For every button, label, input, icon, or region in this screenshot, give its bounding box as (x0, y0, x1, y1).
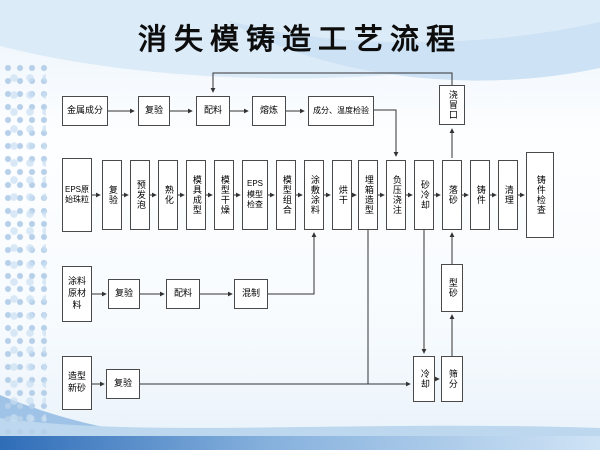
node-mixing: 混制 (234, 279, 268, 309)
slide-title: 消失模铸造工艺流程 (137, 24, 462, 56)
node-cleaning: 清理 (498, 160, 518, 230)
node-model-assembly: 模型组合 (276, 160, 296, 230)
node-riser: 浇冒口 (439, 85, 465, 125)
node-prefoaming: 预发泡 (130, 160, 150, 230)
node-screening: 筛分 (441, 356, 463, 402)
node-metal-composition: 金属成分 (62, 96, 108, 126)
node-curing: 熟化 (158, 160, 178, 230)
node-reinspect-metal: 复验 (138, 96, 170, 126)
halftone-dots-pattern-light (6, 70, 46, 430)
node-cooling: 冷却 (413, 356, 435, 402)
node-molding-sand: 型砂 (441, 264, 463, 312)
node-eps-beads: EPS原始珠粒 (62, 158, 92, 232)
node-reinspect-eps: 复验 (102, 160, 122, 230)
node-reinspect-coating: 复验 (108, 279, 140, 309)
node-batching-coating: 配料 (166, 279, 200, 309)
node-shakeout: 落砂 (442, 160, 462, 230)
node-new-molding-sand: 造型新砂 (62, 356, 92, 410)
node-drying: 烘干 (332, 160, 352, 230)
node-model-drying: 模型干燥 (214, 160, 234, 230)
bottom-gradient-band (0, 436, 600, 450)
node-melting: 熔炼 (252, 96, 286, 126)
node-sand-cooling: 砂冷却 (414, 160, 434, 230)
node-coating-raw-material: 涂料原材料 (62, 266, 92, 322)
node-flask-molding: 埋箱造型 (358, 160, 378, 230)
node-casting-inspection: 铸件检查 (526, 152, 554, 238)
node-batching-metal: 配料 (196, 96, 230, 126)
node-composition-temp-check: 成分、温度检验 (308, 96, 374, 126)
node-mold-forming: 模具成型 (186, 160, 206, 230)
node-casting: 铸件 (470, 160, 490, 230)
node-vacuum-pouring: 负压浇注 (386, 160, 406, 230)
node-reinspect-sand: 复验 (106, 369, 140, 399)
node-coating-apply: 涂敷涂料 (304, 160, 324, 230)
node-eps-model-check: EPS模型检查 (242, 160, 268, 230)
